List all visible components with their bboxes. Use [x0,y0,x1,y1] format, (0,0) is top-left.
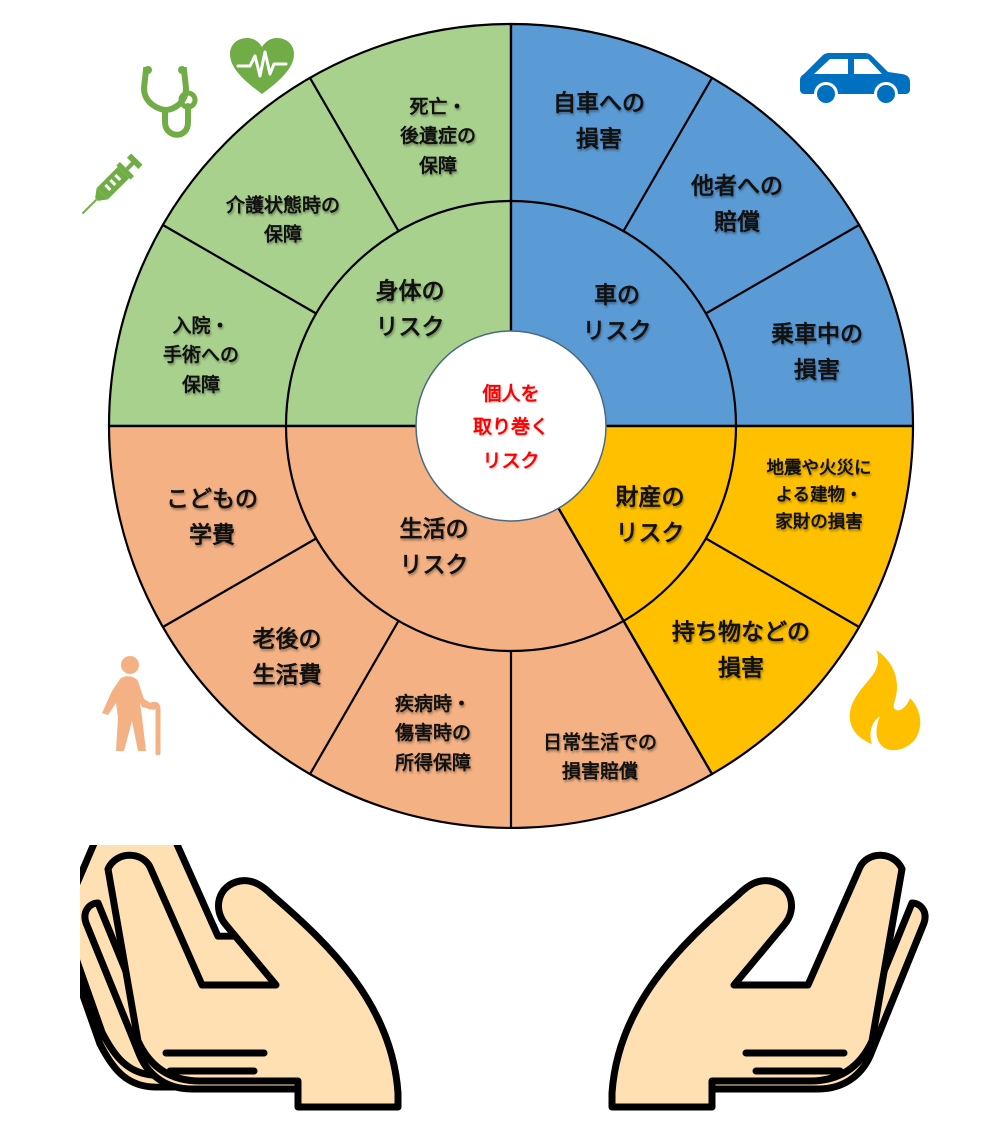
item-belongings-damage: 持ち物などの 損害 [672,619,810,681]
sector-body-outer [107,22,513,428]
category-body-label: 身体の リスク [375,278,445,340]
item-child-education: こどもの 学費 [166,486,258,548]
item-earthquake-fire-damage: 地震や火災に よる建物・ 家財の損害 [766,458,872,533]
category-life-label: 生活の リスク [399,516,469,578]
syringe-icon [81,153,143,215]
item-income-protection: 疾病時・ 傷害時の 所得保障 [394,692,472,774]
category-property-label: 財産の リスク [615,484,685,546]
item-retirement-living: 老後の 生活費 [252,626,322,688]
center-label: 個人を 取り巻く リスク [472,383,550,472]
car-icon [800,53,910,106]
center-circle [415,330,607,522]
elderly-person-icon [102,656,161,755]
item-death-disability: 死亡・ 後遺症の 保障 [399,95,477,177]
heart-pulse-icon [230,38,294,94]
item-third-party-liability: 他者への 賠償 [691,173,783,235]
category-car-label: 車の リスク [582,282,652,344]
item-own-car-damage: 自車への 損害 [553,90,645,152]
item-passenger-damage: 乗車中の 損害 [771,321,863,383]
item-daily-liability: 日常生活での 損害賠償 [542,731,658,783]
open-hands-icon [80,845,929,1111]
sector-property-outer [509,424,915,776]
fire-icon [849,650,921,751]
sector-car-outer [509,22,915,428]
stethoscope-icon [140,66,198,138]
item-nursing-care: 介護状態時の 保障 [225,194,341,246]
item-hospital-surgery: 入院・ 手術への 保障 [162,314,240,396]
